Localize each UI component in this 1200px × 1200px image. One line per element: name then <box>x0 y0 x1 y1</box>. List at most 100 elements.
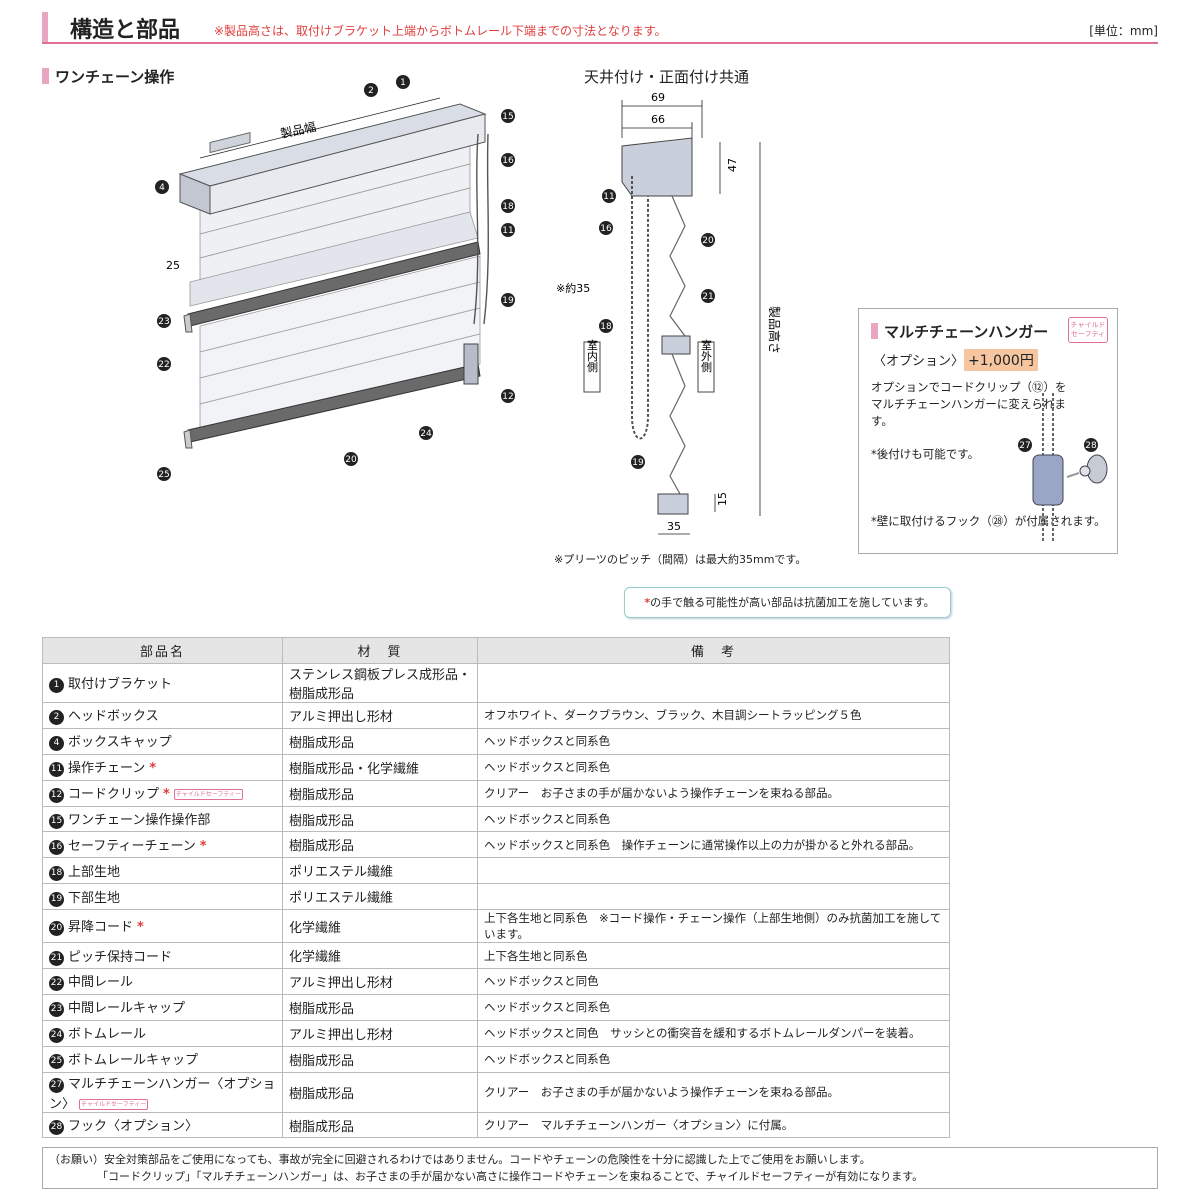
part-number: 15 <box>49 814 64 829</box>
part-number: 1 <box>49 678 64 693</box>
header-material: 材 質 <box>282 637 478 664</box>
about-35: ※約35 <box>556 281 590 295</box>
footer-note: （お願い）安全対策部品をご使用になっても、事故が完全に回避されるわけではありませ… <box>42 1147 1158 1189</box>
callout-27: 27 <box>1019 441 1030 451</box>
antibacterial-star: * <box>163 787 170 803</box>
side-section-diagram: 69 66 47 製品高さ 15 35 ※約35 室内側 室外側 11 16 2… <box>556 91 782 535</box>
callout-25: 25 <box>158 470 169 480</box>
hanger-illustration: 27 28 <box>1018 393 1108 543</box>
mid-section-title: 天井付け・正面付け共通 <box>584 68 750 86</box>
material-cell: ポリエステル繊維 <box>282 857 478 885</box>
side-callout-21: 21 <box>702 292 713 302</box>
part-name: コードクリップ <box>68 787 160 803</box>
remarks-cell <box>477 857 950 885</box>
remarks-cell: クリアー お子さまの手が届かないよう操作チェーンを束ねる部品。 <box>477 1071 950 1113</box>
child-safety-badge: チャイルドセーフティー <box>1068 317 1108 347</box>
dim-25: 25 <box>166 259 180 272</box>
part-name: 下部生地 <box>68 890 121 906</box>
side-callout-18: 18 <box>600 322 612 332</box>
remarks-cell <box>477 883 950 911</box>
option-desc: オプションでコードクリップ（⑫）をマルチチェーンハンガーに変えられます。 <box>871 380 1067 428</box>
header-accent <box>42 12 48 42</box>
callout-20: 20 <box>345 455 357 465</box>
part-name: ボトムレール <box>68 1027 147 1043</box>
callout-12: 12 <box>502 392 513 402</box>
callout-15: 15 <box>502 112 513 122</box>
child-safety-badge: チャイルドセーフティー <box>79 1098 149 1110</box>
option-sub-text: 〈オプション〉 <box>873 354 965 369</box>
side-chains <box>631 176 649 440</box>
option-sub: 〈オプション〉+1,000円 <box>873 349 1038 371</box>
header: 構造と部品 ※製品高さは、取付けブラケット上端からボトムレール下端までの寸法とな… <box>42 8 1158 44</box>
header-remarks: 備 考 <box>477 637 950 664</box>
dim-35-bottom: 35 <box>667 520 681 533</box>
part-name: 操作チェーン <box>68 761 146 777</box>
callout-19: 19 <box>502 296 514 306</box>
option-title-text: マルチチェーンハンガー <box>884 323 1049 341</box>
callout-2: 2 <box>368 86 374 96</box>
dim-69: 69 <box>651 91 665 104</box>
part-number: 18 <box>49 865 64 881</box>
left-section-title-text: ワンチェーン操作 <box>55 68 175 86</box>
material-cell: 化学繊維 <box>282 942 478 970</box>
unit-label: [単位：mm] <box>1089 24 1158 38</box>
material-cell: 樹脂成形品 <box>282 831 478 859</box>
option-note-2: *壁に取付けるフック（㉘）が付属されます。 <box>871 514 1106 528</box>
part-name: ボックスキャップ <box>68 735 172 751</box>
part-number: 23 <box>49 1002 64 1018</box>
antibacterial-star: * <box>644 596 651 609</box>
part-number: 24 <box>49 1028 64 1044</box>
cord-clip <box>463 343 479 385</box>
part-number: 22 <box>49 976 64 992</box>
material-cell: 樹脂成形品 <box>282 1071 478 1113</box>
part-name: ワンチェーン操作操作部 <box>68 813 211 828</box>
remarks-cell: クリアー お子さまの手が届かないよう操作チェーンを束ねる部品。 <box>477 779 950 807</box>
remarks-cell: ヘッドボックスと同系色 <box>477 805 950 833</box>
blind-isometric-diagram: 製品幅 25 1 2 4 15 16 18 11 19 12 23 22 24 … <box>155 75 515 481</box>
material-cell: 樹脂成形品 <box>282 727 478 755</box>
remarks-cell: ヘッドボックスと同系色 <box>477 727 950 755</box>
part-name: フック〈オプション〉 <box>68 1119 199 1135</box>
antibacterial-star: * <box>199 838 207 854</box>
side-bottom-rail <box>657 493 689 515</box>
part-number: 2 <box>49 710 64 726</box>
material-cell: アルミ押出し形材 <box>282 702 478 729</box>
part-number: 25 <box>49 1054 64 1070</box>
part-name: セーフティーチェーン <box>68 838 196 854</box>
callouts: 1 2 4 15 16 18 11 19 12 23 22 24 20 25 <box>155 75 515 481</box>
material-cell: 樹脂成形品 <box>282 1111 478 1139</box>
remarks-cell: ヘッドボックスと同系色 <box>477 993 950 1021</box>
antibacterial-note: *の手で触る可能性が高い部品は抗菌加工を施しています。 <box>624 587 951 618</box>
option-note-1: *後付けも可能です。 <box>871 447 980 461</box>
remarks-cell: ヘッドボックスと同系色 操作チェーンに通常操作以上の力が掛かると外れる部品。 <box>477 831 950 859</box>
remarks-cell: 上下各生地と同系色 ※コード操作・チェーン操作（上部生地側）のみ抗菌加工を施して… <box>477 909 950 944</box>
indoor-label: 室内側 <box>586 338 599 372</box>
part-number: 19 <box>49 891 64 907</box>
part-name: 昇降コード <box>68 920 134 936</box>
outdoor-box <box>697 341 715 393</box>
material-cell: 樹脂成形品・化学繊維 <box>282 753 478 781</box>
side-callouts: 11 16 20 21 18 19 <box>599 189 715 469</box>
side-pleats-upper <box>669 195 686 337</box>
callout-24: 24 <box>420 429 432 439</box>
header-part-name: 部品名 <box>42 637 283 664</box>
part-number: 11 <box>49 762 64 778</box>
table-header-row: 部品名 材 質 備 考 <box>42 637 950 664</box>
width-label: 製品幅 <box>279 119 317 141</box>
part-number: 20 <box>49 921 64 937</box>
remarks-cell: ヘッドボックスと同色 サッシとの衝突音を緩和するボトムレールダンパーを装着。 <box>477 1019 950 1047</box>
